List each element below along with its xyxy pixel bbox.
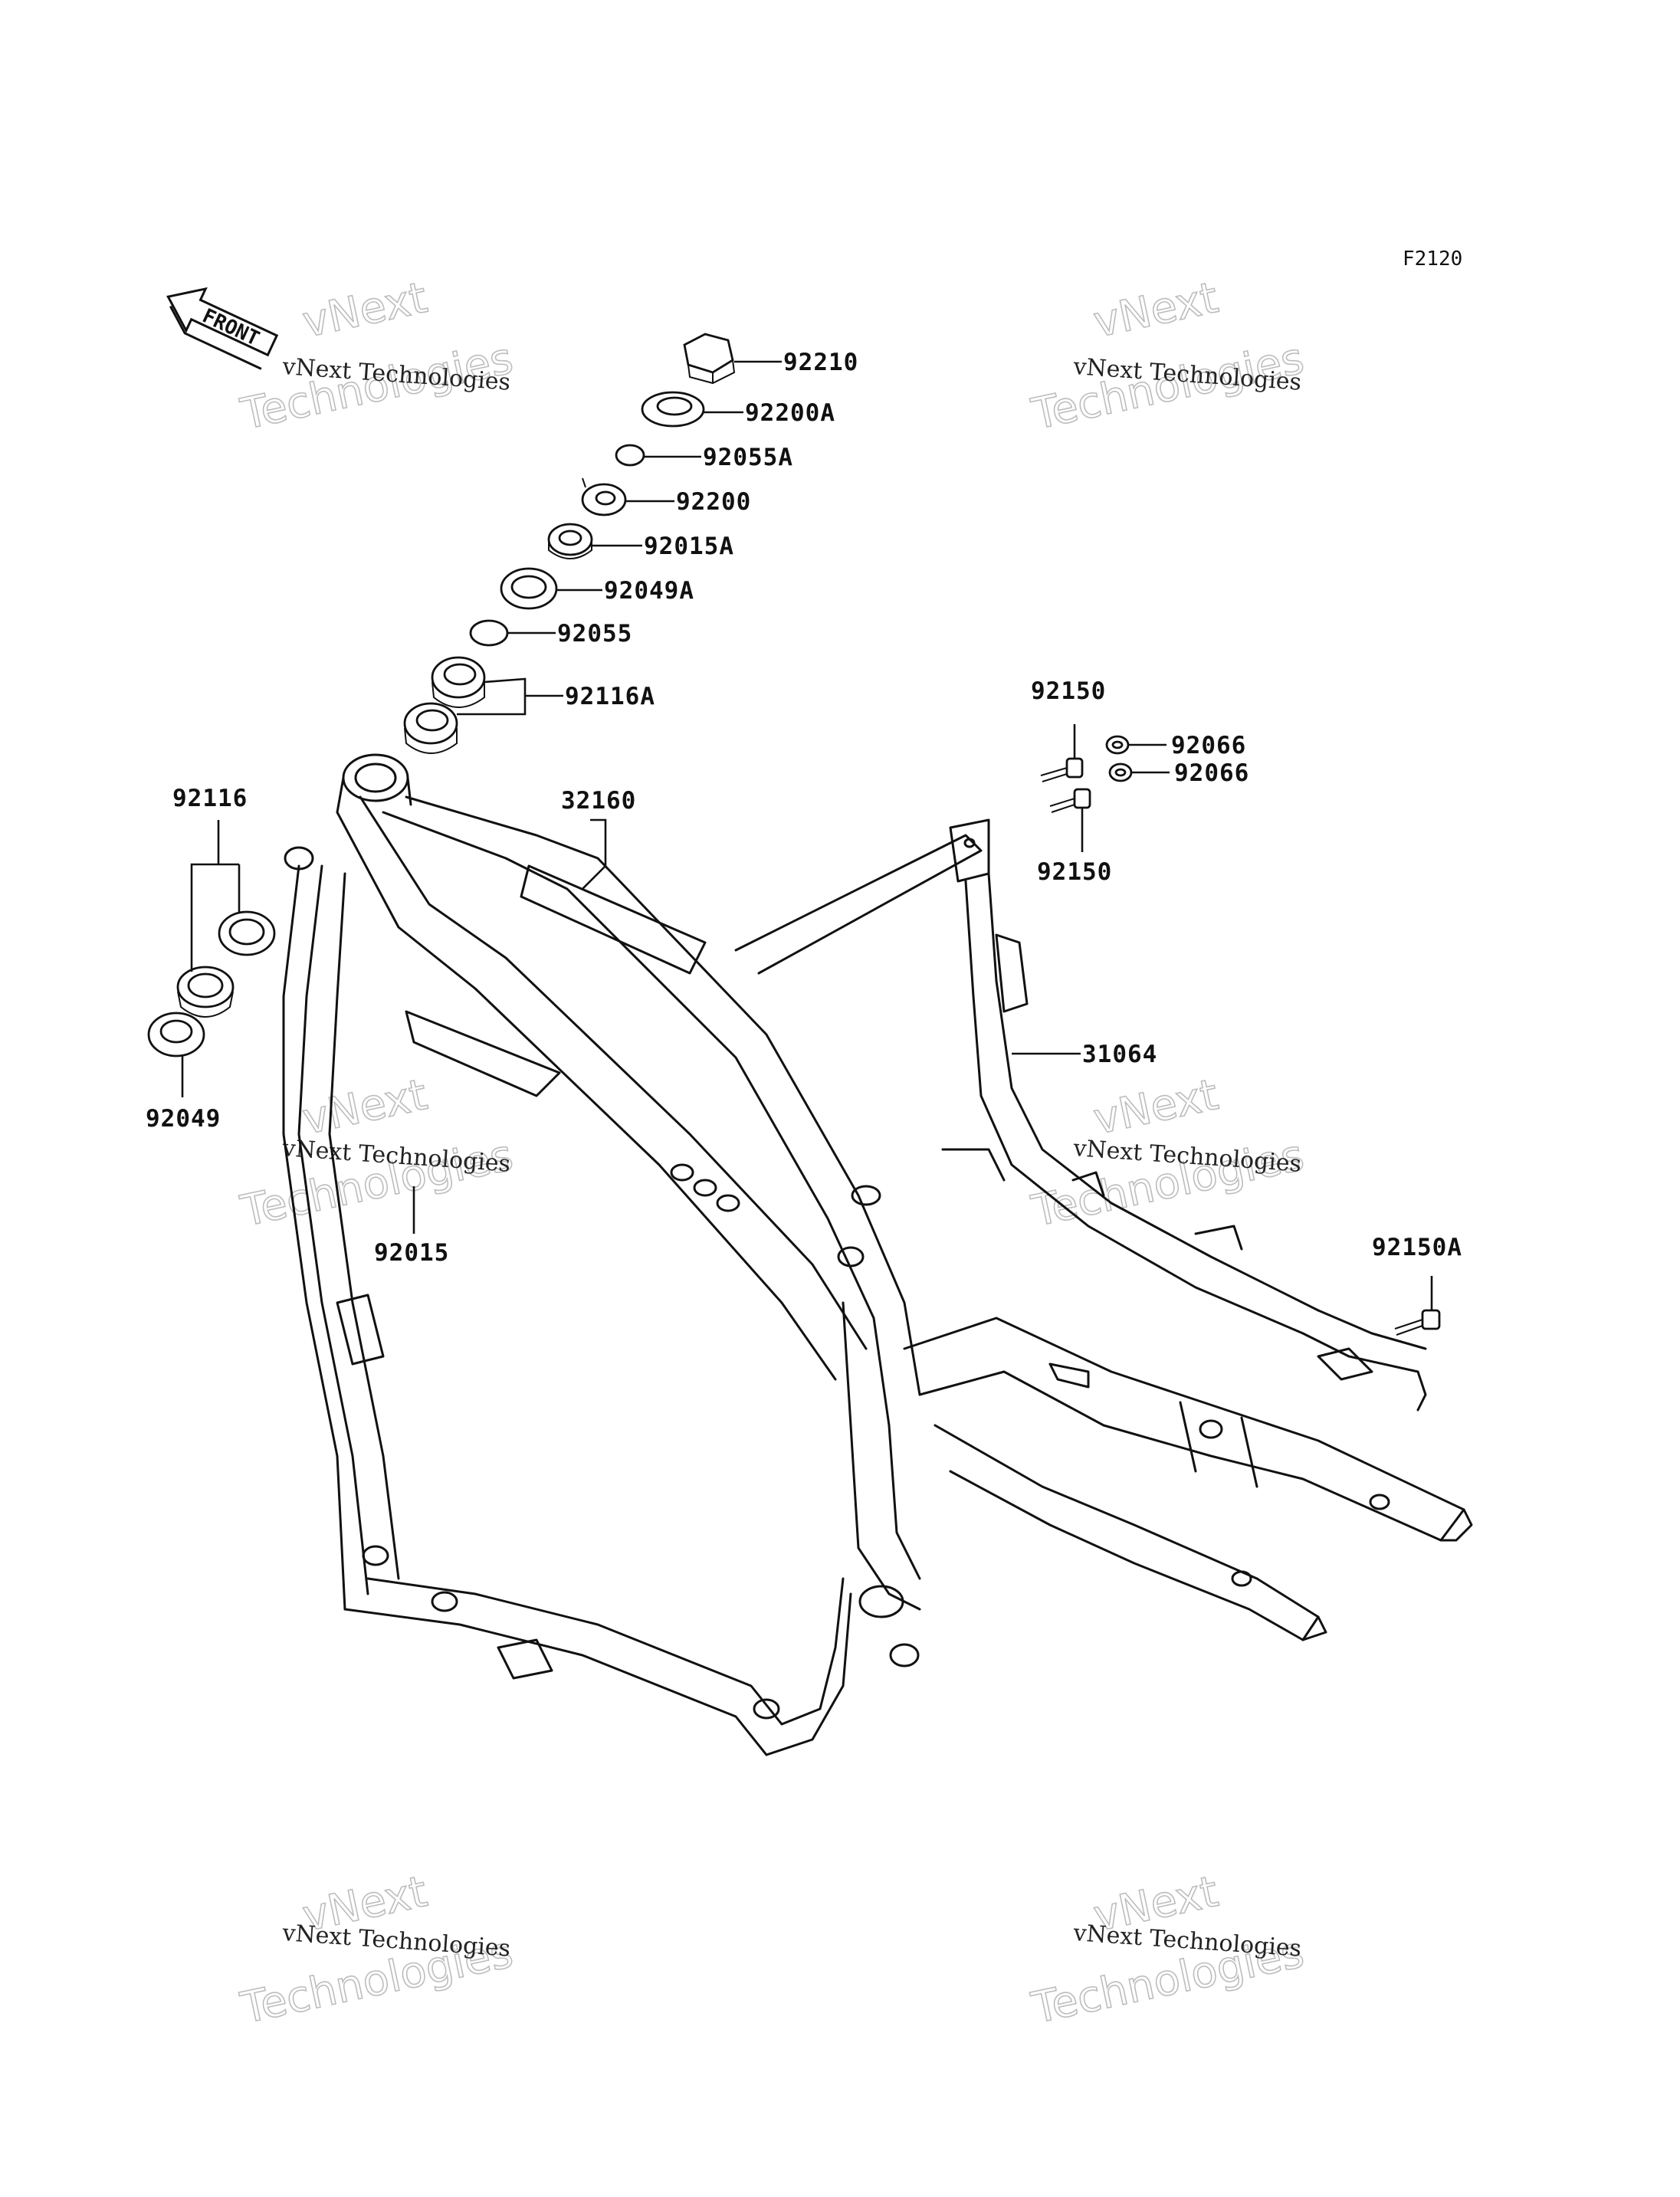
label-32160: 32160 bbox=[561, 787, 636, 815]
watermark-big-top: vNext bbox=[298, 1070, 431, 1145]
bearing-92116-icon bbox=[218, 910, 276, 956]
watermark-bottom-left: vNext Technologies vNext Technologies bbox=[236, 1866, 518, 2034]
bearing-cup-92116-icon bbox=[176, 966, 235, 1018]
frame-32160-icon bbox=[282, 753, 1473, 1756]
watermark-bottom-right: vNext Technologies vNext Technologies bbox=[1027, 1866, 1309, 2034]
label-92116A: 92116A bbox=[565, 683, 655, 710]
nut-92210-icon bbox=[683, 333, 736, 385]
label-92066-a: 92066 bbox=[1171, 732, 1246, 759]
label-92150A: 92150A bbox=[1372, 1234, 1462, 1261]
bolt-92150-top-icon bbox=[1040, 757, 1084, 782]
label-92015A: 92015A bbox=[644, 533, 734, 560]
label-92049: 92049 bbox=[146, 1105, 221, 1133]
front-arrow-icon: FRONT bbox=[166, 287, 279, 370]
washer-92200A-icon bbox=[641, 391, 705, 428]
leader-lines bbox=[181, 360, 1433, 1310]
subframe-31064-icon bbox=[941, 818, 1427, 1412]
watermark-big-top: vNext bbox=[298, 273, 431, 348]
watermark-top-left: vNext Technologies vNext Technologies bbox=[236, 272, 518, 440]
bolt-92150A-icon bbox=[1394, 1309, 1441, 1336]
diagram-code: F2120 bbox=[1403, 248, 1462, 271]
label-92015: 92015 bbox=[374, 1239, 449, 1267]
cover-92049A-icon bbox=[500, 567, 558, 610]
bearing-92116A-icon bbox=[403, 656, 486, 754]
watermark-big-top: vNext bbox=[1089, 1070, 1222, 1145]
label-92116: 92116 bbox=[172, 785, 248, 812]
label-92150-top: 92150 bbox=[1031, 677, 1106, 705]
watermark-top-right: vNext Technologies vNext Technologies bbox=[1027, 272, 1309, 440]
label-92150-bottom: 92150 bbox=[1037, 858, 1112, 886]
lock-washer-92200-icon bbox=[581, 477, 627, 516]
label-92055: 92055 bbox=[557, 620, 632, 648]
bolt-92150-bottom-icon bbox=[1049, 788, 1091, 813]
oring-92055-icon bbox=[469, 619, 509, 647]
nut-92015A-icon bbox=[547, 523, 593, 559]
oring-92055A-icon bbox=[615, 444, 645, 467]
seal-92049-icon bbox=[147, 1012, 205, 1058]
label-92049A: 92049A bbox=[604, 577, 694, 605]
label-92055A: 92055A bbox=[703, 444, 793, 471]
nut-92066-a-icon bbox=[1105, 735, 1130, 755]
watermark-big-top: vNext bbox=[1089, 273, 1222, 348]
nut-92066-b-icon bbox=[1108, 762, 1133, 782]
watermark-middle-left: vNext Technologies vNext Technologies bbox=[236, 1069, 518, 1237]
label-92200A: 92200A bbox=[745, 399, 835, 427]
crossbar-icon bbox=[734, 834, 983, 975]
label-92210: 92210 bbox=[783, 349, 858, 376]
label-92066-b: 92066 bbox=[1174, 759, 1249, 787]
label-31064: 31064 bbox=[1082, 1041, 1157, 1068]
label-92200: 92200 bbox=[676, 488, 751, 516]
